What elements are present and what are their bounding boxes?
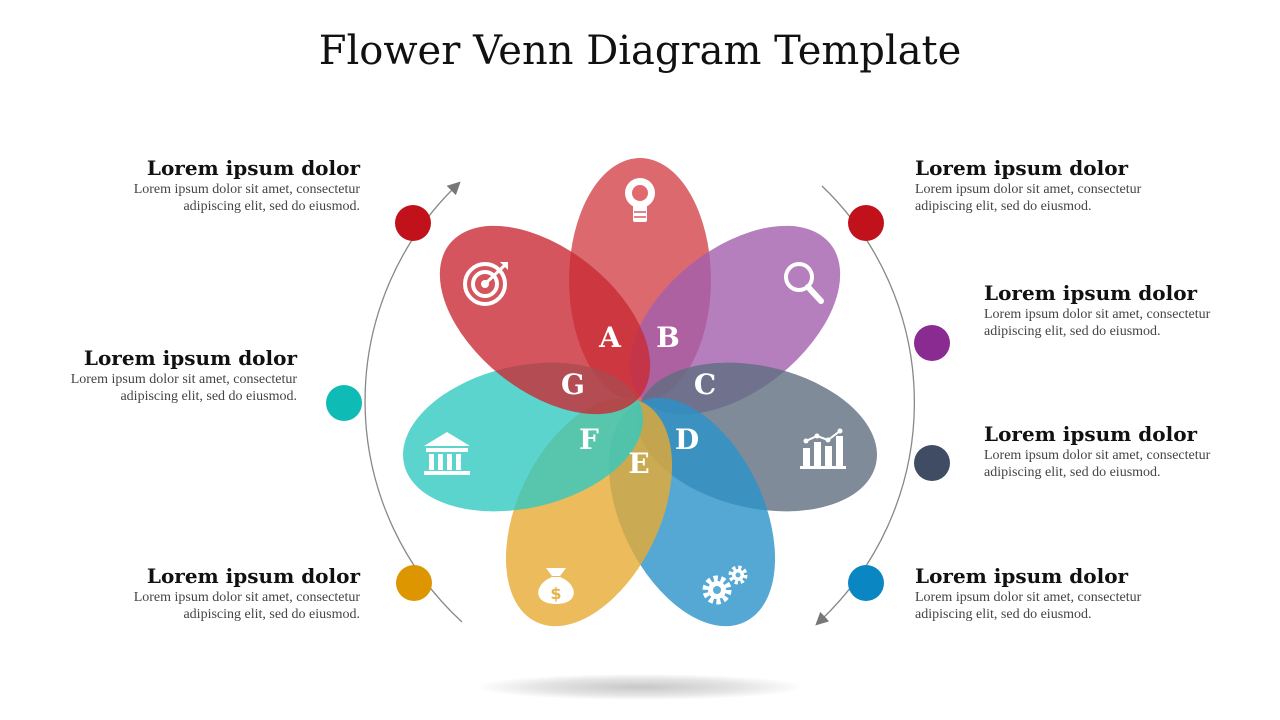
search-icon	[784, 262, 824, 304]
target-icon	[463, 262, 508, 306]
item-heading: Lorem ipsum dolor	[146, 564, 360, 588]
item-heading: Lorem ipsum dolor	[984, 422, 1198, 446]
gears-icon	[702, 565, 748, 605]
text-block-3: Lorem ipsum dolor Lorem ipsum dolor sit …	[60, 563, 360, 623]
bullet-dot-4	[848, 205, 884, 241]
petal-label-e: E	[628, 447, 649, 480]
page-title: Flower Venn Diagram Template	[318, 28, 962, 74]
bullet-dot-3	[396, 565, 432, 601]
text-block-4: Lorem ipsum dolor Lorem ipsum dolor sit …	[915, 155, 1215, 215]
bank-icon	[424, 432, 470, 475]
bullet-dot-6	[914, 445, 950, 481]
text-block-7: Lorem ipsum dolor Lorem ipsum dolor sit …	[915, 563, 1215, 623]
petal-label-c: C	[694, 368, 716, 401]
item-text: Lorem ipsum dolor sit amet, consectetur …	[133, 182, 360, 214]
item-text: Lorem ipsum dolor sit amet, consectetur …	[984, 307, 1211, 339]
text-block-5: Lorem ipsum dolor Lorem ipsum dolor sit …	[984, 280, 1274, 340]
bullet-dot-2	[326, 385, 362, 421]
base-shadow	[478, 674, 802, 700]
petal-label-d: D	[675, 423, 699, 456]
bullet-dot-7	[848, 565, 884, 601]
lightbulb-icon	[625, 178, 655, 222]
text-block-6: Lorem ipsum dolor Lorem ipsum dolor sit …	[984, 421, 1274, 481]
bullet-dot-5	[914, 325, 950, 361]
petal-label-b: B	[656, 321, 680, 354]
money-bag-icon: $	[538, 568, 574, 604]
item-heading: Lorem ipsum dolor	[915, 564, 1129, 588]
petal-label-g: G	[561, 368, 585, 401]
item-text: Lorem ipsum dolor sit amet, consectetur …	[133, 590, 360, 622]
item-text: Lorem ipsum dolor sit amet, consectetur …	[984, 448, 1211, 480]
item-text: Lorem ipsum dolor sit amet, consectetur …	[915, 182, 1142, 214]
text-block-1: Lorem ipsum dolor Lorem ipsum dolor sit …	[60, 155, 360, 215]
item-heading: Lorem ipsum dolor	[146, 156, 360, 180]
bullet-dot-1	[395, 205, 431, 241]
petal-label-f: F	[579, 423, 599, 456]
bar-chart-icon	[800, 428, 846, 469]
item-text: Lorem ipsum dolor sit amet, consectetur …	[915, 590, 1142, 622]
petals-group	[403, 158, 877, 627]
text-block-2: Lorem ipsum dolor Lorem ipsum dolor sit …	[0, 345, 297, 405]
item-heading: Lorem ipsum dolor	[83, 346, 297, 370]
petal-label-a: A	[598, 321, 622, 354]
svg-text:$: $	[550, 584, 561, 603]
item-text: Lorem ipsum dolor sit amet, consectetur …	[70, 372, 297, 404]
item-heading: Lorem ipsum dolor	[915, 156, 1129, 180]
item-heading: Lorem ipsum dolor	[984, 281, 1198, 305]
